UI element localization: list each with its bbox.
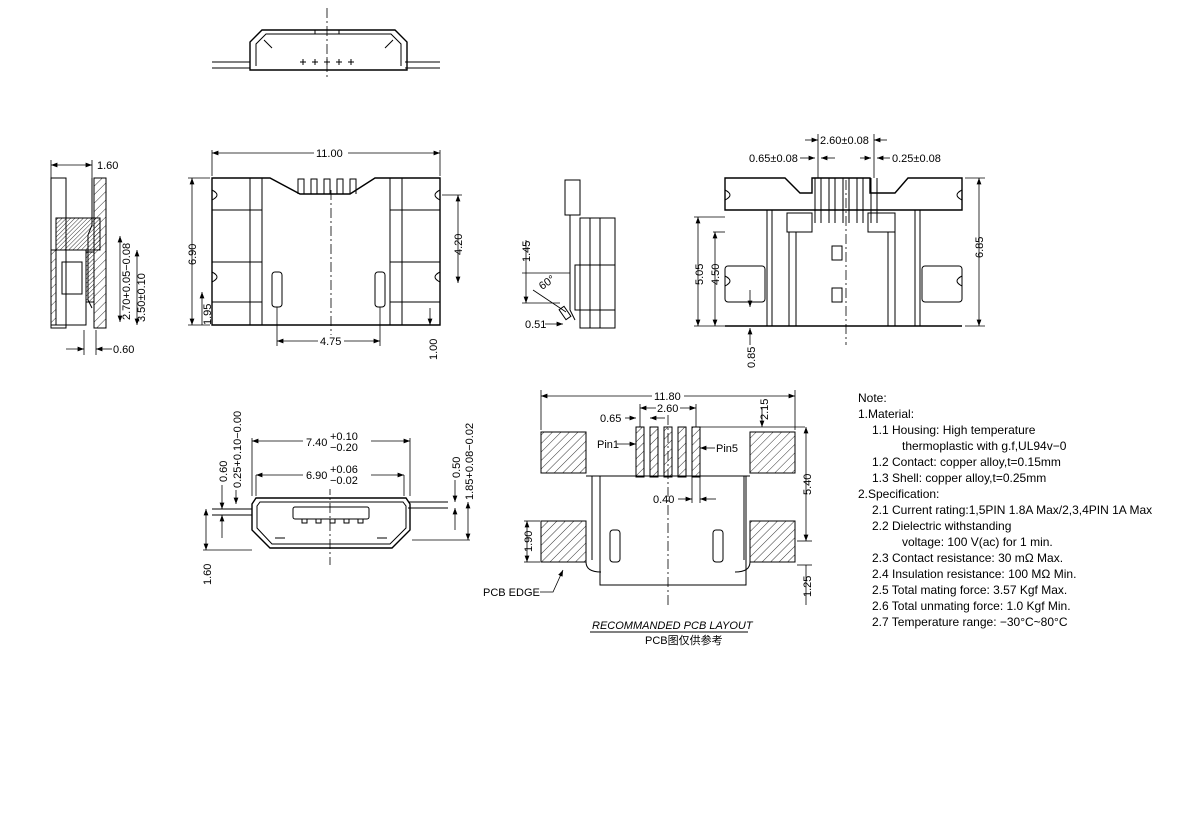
contact-pins [297, 178, 357, 194]
dim-tolerance: −0.20 [330, 442, 358, 454]
pad [540, 520, 587, 563]
pin1-label: Pin1 [597, 439, 619, 451]
note-item: 2.6 Total unmating force: 1.0 Kgf Min. [872, 599, 1071, 613]
note-item: thermoplastic with g.f,UL94v−0 [902, 439, 1067, 453]
dim-tolerance: +0.06 [330, 464, 358, 476]
pcb-layout: 11.80 2.60 0.65 2.15 Pin1 Pin5 0.40 5.40… [483, 389, 814, 647]
contact-pins [814, 178, 878, 223]
pad [540, 431, 587, 474]
end-view: 7.40 +0.10 −0.20 6.90 +0.06 −0.02 0.60 0… [202, 411, 476, 585]
dim-label: 5.40 [802, 474, 814, 495]
dim-label: 0.50 [451, 457, 463, 478]
left-side-view: 1.60 0.60 2.70+0.05−0.08 3.50±0.10 [50, 160, 148, 356]
pin5-label: Pin5 [716, 443, 738, 455]
pad [749, 520, 796, 563]
dim-label: 4.75 [320, 336, 341, 348]
dim-label: 0.85 [746, 347, 758, 368]
front-view: 11.00 6.90 1.95 4.20 4.75 1.00 [187, 146, 465, 360]
dim-label: 2.15 [759, 399, 771, 420]
dim-label: 1.60 [97, 160, 118, 172]
dim-label: 1.85+0.08−0.02 [464, 423, 476, 500]
dim-label: 0.25±0.08 [892, 153, 941, 165]
note-item: 2.3 Contact resistance: 30 mΩ Max. [872, 551, 1064, 565]
dim-tolerance: −0.02 [330, 475, 358, 487]
material-heading: 1.Material: [858, 407, 915, 421]
post [374, 271, 386, 308]
dim-label: 0.60 [113, 344, 134, 356]
dim-label: 1.25 [802, 576, 814, 597]
notes-block: Note: 1.Material: 1.1 Housing: High temp… [858, 390, 1152, 630]
top-end-view [212, 8, 440, 80]
note-item: 2.5 Total mating force: 3.57 Kgf Max. [872, 583, 1068, 597]
pcb-layout-subtitle: PCB图仅供参考 [645, 633, 723, 647]
dim-label: 6.90 [187, 244, 199, 265]
dim-label: 0.25+0.10−0.00 [232, 411, 244, 488]
dim-label: 60° [537, 273, 558, 292]
note-item: 2.1 Current rating:1,5PIN 1.8A Max/2,3,4… [872, 503, 1153, 517]
note-item: 2.7 Temperature range: −30°C~80°C [872, 615, 1068, 629]
note-item: 1.1 Housing: High temperature [872, 423, 1036, 437]
dim-label: 6.85 [974, 237, 986, 258]
dim-label: 6.90 [306, 470, 327, 482]
note-item: 1.3 Shell: copper alloy,t=0.25mm [872, 471, 1047, 485]
pad [749, 431, 796, 474]
note-item: voltage: 100 V(ac) for 1 min. [902, 535, 1053, 549]
dim-label: 1.90 [523, 531, 535, 552]
post [271, 271, 283, 308]
dim-label: 1.60 [202, 564, 214, 585]
dim-label: 5.05 [694, 264, 706, 285]
note-item: 1.2 Contact: copper alloy,t=0.15mm [872, 455, 1061, 469]
pcb-layout-title: RECOMMANDED PCB LAYOUT [592, 620, 754, 632]
dim-label: 2.60±0.08 [820, 135, 869, 147]
dim-label: 11.00 [316, 148, 343, 160]
note-item: 2.2 Dielectric withstanding [872, 519, 1012, 533]
dim-label: 1.95 [202, 304, 214, 325]
notes-heading: Note: [858, 391, 887, 405]
dim-label: 0.51 [525, 319, 546, 331]
dim-tolerance: +0.10 [330, 431, 358, 443]
dim-label: 0.40 [653, 494, 674, 506]
dim-label: 11.80 [654, 391, 681, 403]
dim-label: 0.65±0.08 [749, 153, 798, 165]
note-item: 2.4 Insulation resistance: 100 MΩ Min. [872, 567, 1077, 581]
dim-label: 0.65 [600, 413, 621, 425]
spec-heading: 2.Specification: [858, 487, 940, 501]
dim-label: 2.60 [657, 403, 678, 415]
dim-label: 2.70+0.05−0.08 [121, 243, 133, 320]
bottom-view: 2.60±0.08 0.65±0.08 0.25±0.08 5.05 4.50 … [694, 134, 986, 368]
dim-label: 0.60 [218, 461, 230, 482]
dim-label: 4.50 [710, 264, 722, 285]
pcb-edge-label: PCB EDGE [483, 587, 540, 599]
dim-label: 7.40 [306, 437, 327, 449]
dim-label: 3.50±0.10 [136, 273, 148, 322]
dim-label: 1.45 [521, 241, 533, 262]
contact-pins [300, 59, 354, 65]
dim-label: 4.20 [453, 234, 465, 255]
dim-label: 1.00 [428, 339, 440, 360]
right-side-view: 1.45 60° 0.51 [521, 179, 616, 331]
